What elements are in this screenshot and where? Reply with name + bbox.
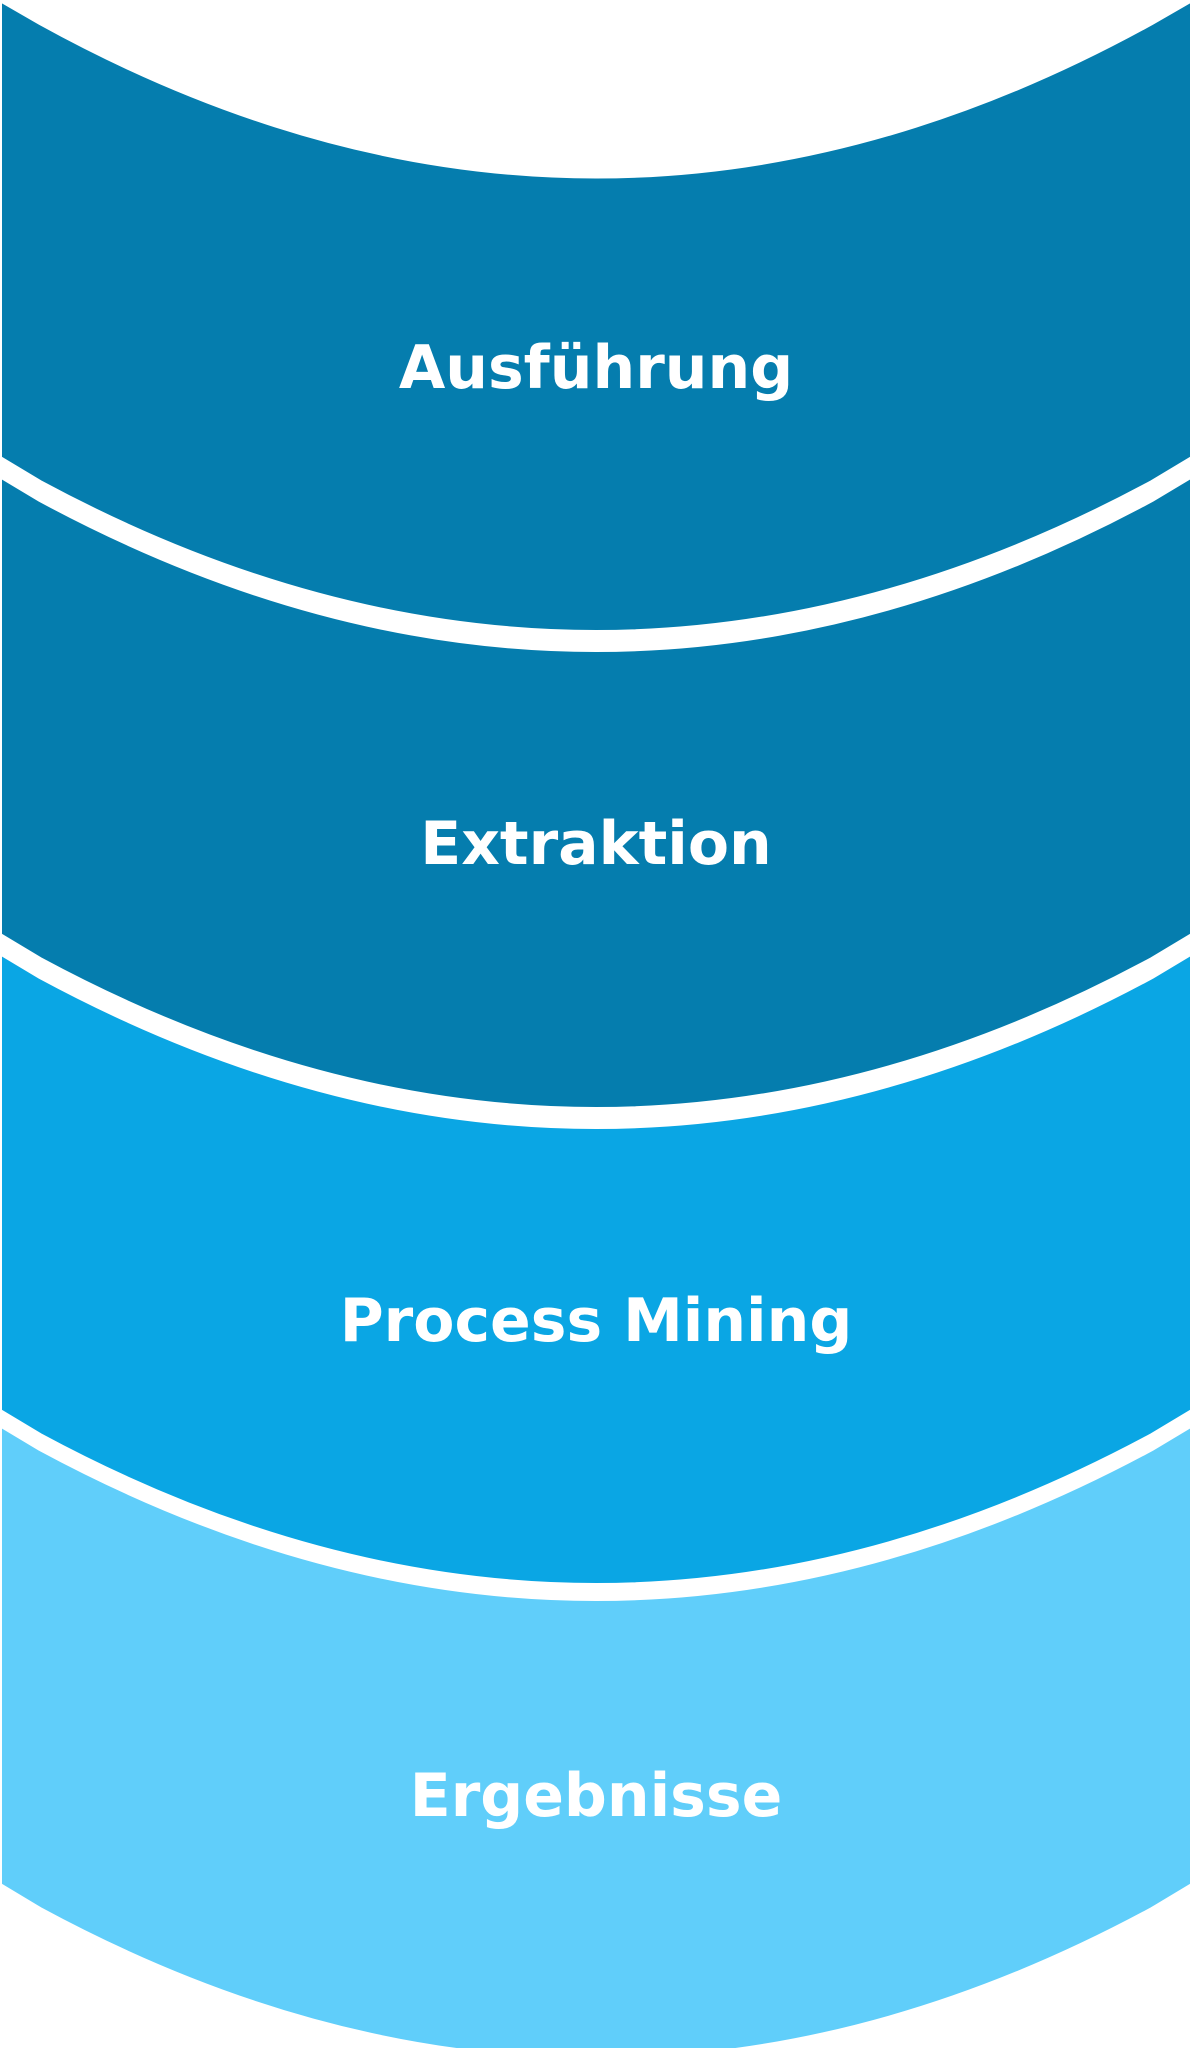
stage-band-ausfuehrung [0,0,1192,634]
stage-band-ergebnisse [0,1422,1192,2048]
stage-label-ergebnisse: Ergebnisse [410,1761,783,1831]
stage-label-extraktion: Extraktion [420,809,772,879]
stage-label-process-mining: Process Mining [340,1286,853,1356]
stage-band-extraktion [0,473,1192,1111]
stage-band-process-mining [0,950,1192,1587]
stage-label-ausfuehrung: Ausführung [399,333,793,403]
